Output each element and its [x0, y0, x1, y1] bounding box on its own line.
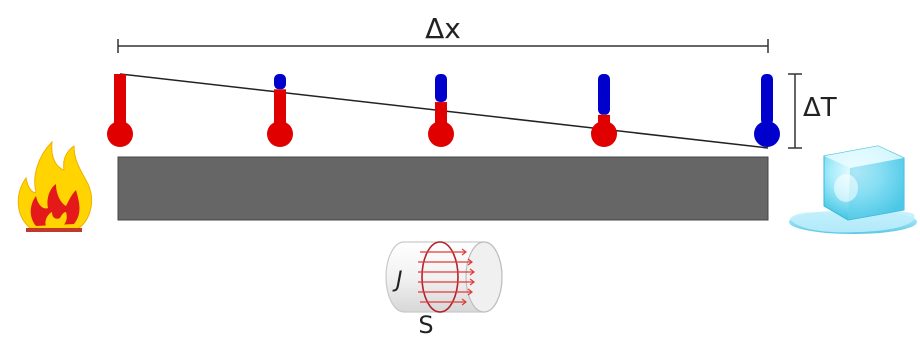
flux-label: J	[392, 268, 403, 293]
conducting-bar	[117, 156, 769, 221]
thermometer-cold-column	[761, 74, 773, 125]
thermometer	[267, 74, 293, 147]
delta-x-dimension: Δx	[117, 12, 769, 53]
thermometer	[107, 74, 133, 147]
thermometer	[591, 74, 617, 147]
thermometer-cold-column	[274, 74, 286, 90]
thermometer	[428, 74, 454, 147]
delta-t-label: ΔT	[803, 93, 837, 123]
flux-arrows	[418, 248, 475, 306]
thermometer-bulb	[267, 121, 293, 147]
thermometer-bulb	[107, 121, 133, 147]
delta-x-label: Δx	[425, 12, 461, 45]
thermometer-hot-column	[274, 89, 286, 131]
thermometer-bulb	[428, 121, 454, 147]
thermometer-cold-column	[435, 74, 447, 103]
thermometer-bulb	[754, 121, 780, 147]
thermometer	[754, 74, 780, 147]
thermometer-hot-column	[114, 74, 126, 131]
thermometer-bulb-fill	[591, 121, 617, 134]
thermometer-row	[107, 74, 780, 147]
area-label: S	[418, 311, 433, 337]
flame-icon	[17, 140, 92, 232]
thermometer-cold-column	[598, 74, 610, 115]
ice-cube-icon	[789, 145, 917, 234]
cylinder-cross-section-icon: J S	[385, 241, 503, 337]
delta-t-dimension: ΔT	[788, 73, 837, 149]
